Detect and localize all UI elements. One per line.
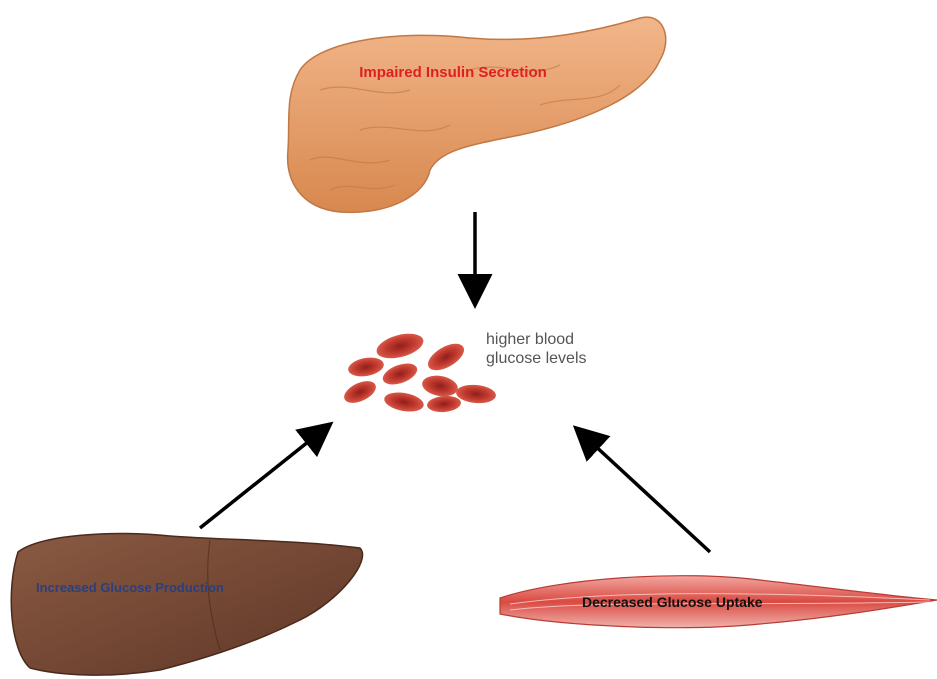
blood-cell: [455, 383, 496, 404]
blood-glucose-label-line-1: higher blood: [486, 330, 587, 349]
blood-cell: [426, 395, 461, 414]
blood-cell: [341, 377, 379, 408]
blood-cell: [421, 373, 460, 399]
muscle-label: Decreased Glucose Uptake: [582, 594, 763, 610]
pancreas-label: Impaired Insulin Secretion: [298, 64, 608, 81]
arrow-muscle-to-blood: [578, 430, 710, 552]
blood-cells-illustration: [341, 329, 497, 414]
blood-glucose-label: higher blood glucose levels: [486, 330, 587, 368]
liver-label: Increased Glucose Production: [36, 580, 224, 595]
blood-cell: [380, 359, 420, 388]
blood-cell: [347, 355, 386, 379]
blood-cell: [383, 390, 426, 415]
blood-cell: [424, 338, 469, 375]
blood-cell: [374, 329, 426, 363]
pancreas-illustration: [288, 17, 666, 212]
blood-glucose-label-line-2: glucose levels: [486, 349, 587, 368]
liver-illustration: [11, 534, 362, 676]
arrow-liver-to-blood: [200, 426, 328, 528]
